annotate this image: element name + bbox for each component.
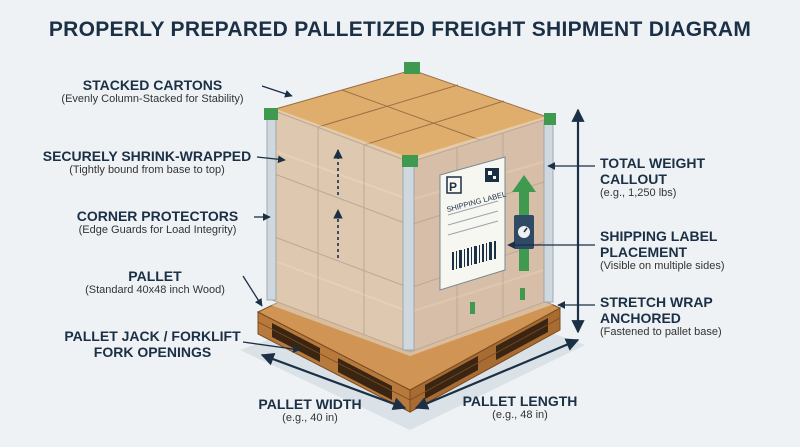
fork-opening-left-1 (272, 323, 320, 362)
callout-sub: (Fastened to pallet base) (600, 326, 722, 339)
callout-total-weight: TOTAL WEIGHT CALLOUT (e.g., 1,250 lbs) (600, 155, 780, 200)
callout-sub: (Evenly Column-Stacked for Stability) (61, 93, 244, 106)
callout-sub: (e.g., 1,250 lbs) (600, 187, 677, 200)
label-letter: P (449, 180, 457, 194)
barcode-icon (452, 241, 496, 270)
callout-heading: PALLET (128, 268, 182, 284)
callout-pallet-width: PALLET WIDTH (e.g., 40 in) (250, 396, 370, 425)
callout-sub: (e.g., 40 in) (282, 412, 338, 425)
shipping-label (439, 156, 506, 291)
callout-pallet: PALLET (Standard 40x48 inch Wood) (65, 268, 245, 297)
callout-heading: STACKED CARTONS (82, 77, 223, 93)
green-up-arrow-icon (512, 175, 536, 271)
callout-sub: (Standard 40x48 inch Wood) (85, 284, 225, 297)
callout-heading-line2: PLACEMENT (600, 244, 688, 261)
callout-heading: PALLET WIDTH (258, 396, 362, 412)
callout-heading: PALLET LENGTH (462, 393, 578, 409)
callout-sub: (Edge Guards for Load Integrity) (78, 224, 237, 237)
callout-stretch-wrap: STRETCH WRAP ANCHORED (Fastened to palle… (600, 294, 790, 339)
diagram-title: PROPERLY PREPARED PALLETIZED FREIGHT SHI… (48, 18, 752, 41)
corner-protectors (264, 62, 556, 351)
callout-heading: CORNER PROTECTORS (76, 208, 239, 224)
callout-heading: SECURELY SHRINK-WRAPPED (42, 148, 252, 164)
callout-stacked-cartons: STACKED CARTONS (Evenly Column-Stacked f… (40, 77, 265, 106)
pallet-length-dimension-arrow (414, 338, 580, 410)
callout-shipping-label: SHIPPING LABEL PLACEMENT (Visible on mul… (600, 228, 790, 273)
callout-corner-protectors: CORNER PROTECTORS (Edge Guards for Load … (60, 208, 255, 237)
callout-heading-line1: TOTAL WEIGHT (600, 155, 705, 171)
callout-shrink-wrapped: SECURELY SHRINK-WRAPPED (Tightly bound f… (38, 148, 256, 177)
callout-sub: (e.g., 48 in) (492, 409, 548, 422)
weight-gauge-icon (514, 215, 534, 249)
callout-heading-line2: ANCHORED (600, 310, 681, 327)
leader-fork-openings (242, 341, 301, 353)
callout-heading-line2: CALLOUT (600, 171, 667, 188)
callout-heading-line1: STRETCH WRAP (600, 294, 713, 310)
leader-stacked-cartons (261, 85, 293, 98)
qr-code-icon (485, 168, 499, 182)
callout-sub: (Tightly bound from base to top) (69, 164, 225, 177)
callout-sub: (Visible on multiple sides) (600, 260, 725, 273)
callout-heading-line1: PALLET JACK / FORKLIFT (64, 328, 241, 344)
leader-shrink-wrapped (256, 155, 286, 164)
callout-fork-openings: PALLET JACK / FORKLIFT FORK OPENINGS (60, 328, 245, 360)
callout-heading-line1: SHIPPING LABEL (600, 228, 718, 244)
pallet-width-dimension-arrow (260, 352, 407, 411)
stretch-wrap-anchor-marks (470, 288, 525, 314)
callout-heading-line2: FORK OPENINGS (93, 344, 212, 361)
leader-pallet (242, 275, 263, 307)
callout-pallet-length: PALLET LENGTH (e.g., 48 in) (455, 393, 585, 422)
